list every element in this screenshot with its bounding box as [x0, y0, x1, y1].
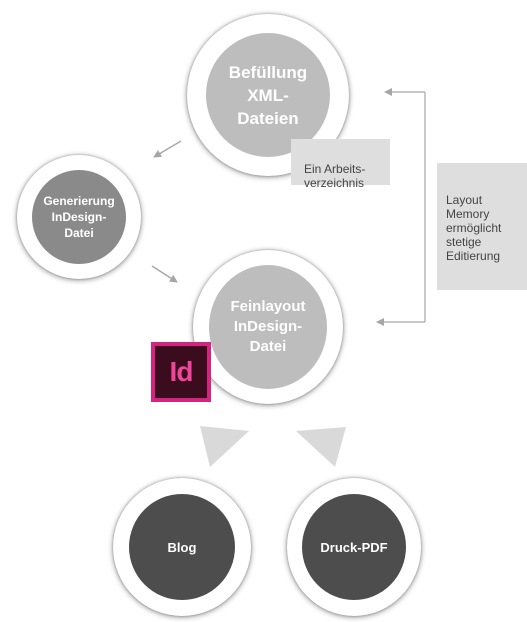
- node-blog: Blog: [129, 494, 235, 600]
- arrow-befuellung-to-generierung: [153, 140, 182, 158]
- arrow-generierung-to-feinlayout: [151, 265, 178, 283]
- indesign-logo-icon: Id: [151, 342, 211, 402]
- node-feinlayout: Feinlayout InDesign- Datei: [209, 265, 327, 389]
- node-generierung-label: Generierung InDesign- Datei: [43, 194, 115, 240]
- triangle-to-druck-pdf: [296, 427, 346, 467]
- node-feinlayout-label: Feinlayout InDesign- Datei: [230, 298, 306, 355]
- note-arbeitsverzeichnis: Ein Arbeits- verzeichnis: [291, 139, 390, 190]
- node-druck-pdf: Druck-PDF: [302, 494, 406, 600]
- node-befuellung-label: Befüllung XML- Dateien: [228, 62, 308, 128]
- node-druck-pdf-label: Druck-PDF: [320, 539, 388, 555]
- triangle-to-blog: [200, 426, 249, 467]
- note-layout-memory: Layout Memory ermöglicht stetige Editier…: [437, 163, 527, 290]
- node-blog-label: Blog: [167, 539, 197, 555]
- node-generierung: Generierung InDesign- Datei: [32, 170, 126, 264]
- indesign-logo-text: Id: [169, 356, 194, 387]
- node-befuellung: Befüllung XML- Dateien: [206, 33, 330, 157]
